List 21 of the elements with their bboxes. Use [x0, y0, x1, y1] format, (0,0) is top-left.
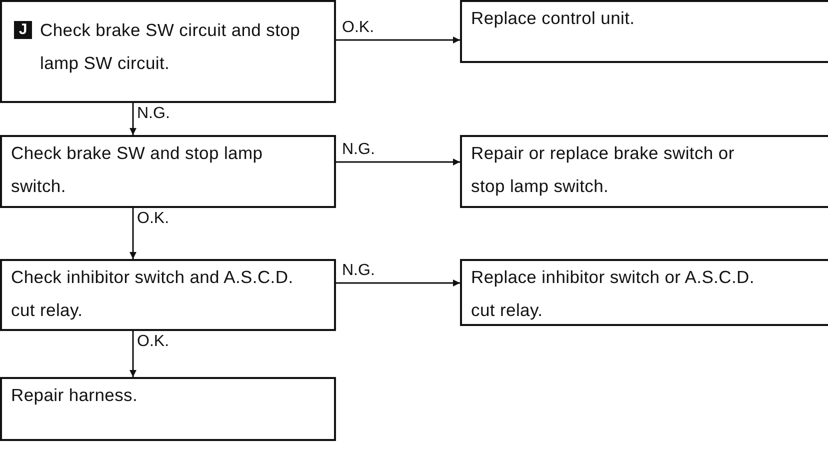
- arrow: [130, 103, 136, 135]
- step-text: Replace control unit.: [471, 7, 635, 30]
- process-box: [0, 377, 336, 441]
- process-box: [0, 0, 336, 103]
- arrow: [130, 208, 136, 259]
- process-box: [0, 135, 336, 208]
- process-box: [460, 259, 828, 326]
- arrow: [336, 280, 460, 286]
- arrow: [336, 36, 460, 44]
- step-text: Check brake SW circuit and stop lamp SW circuit.: [40, 19, 302, 75]
- step-text: Check brake SW and stop lamp switch.: [11, 142, 264, 198]
- step-text: Repair or replace brake switch or stop lamp switch.: [471, 142, 736, 198]
- process-box: [0, 259, 336, 331]
- arrow: [336, 158, 460, 166]
- process-box: [460, 135, 828, 208]
- step-text: Check inhibitor switch and A.S.C.D. cut relay.: [11, 266, 294, 322]
- arrow: [130, 331, 136, 377]
- process-box: [460, 0, 828, 63]
- step-text: Repair harness.: [11, 384, 138, 407]
- step-text: Replace inhibitor switch or A.S.C.D. cut relay.: [471, 266, 756, 322]
- step-badge: J: [14, 21, 32, 39]
